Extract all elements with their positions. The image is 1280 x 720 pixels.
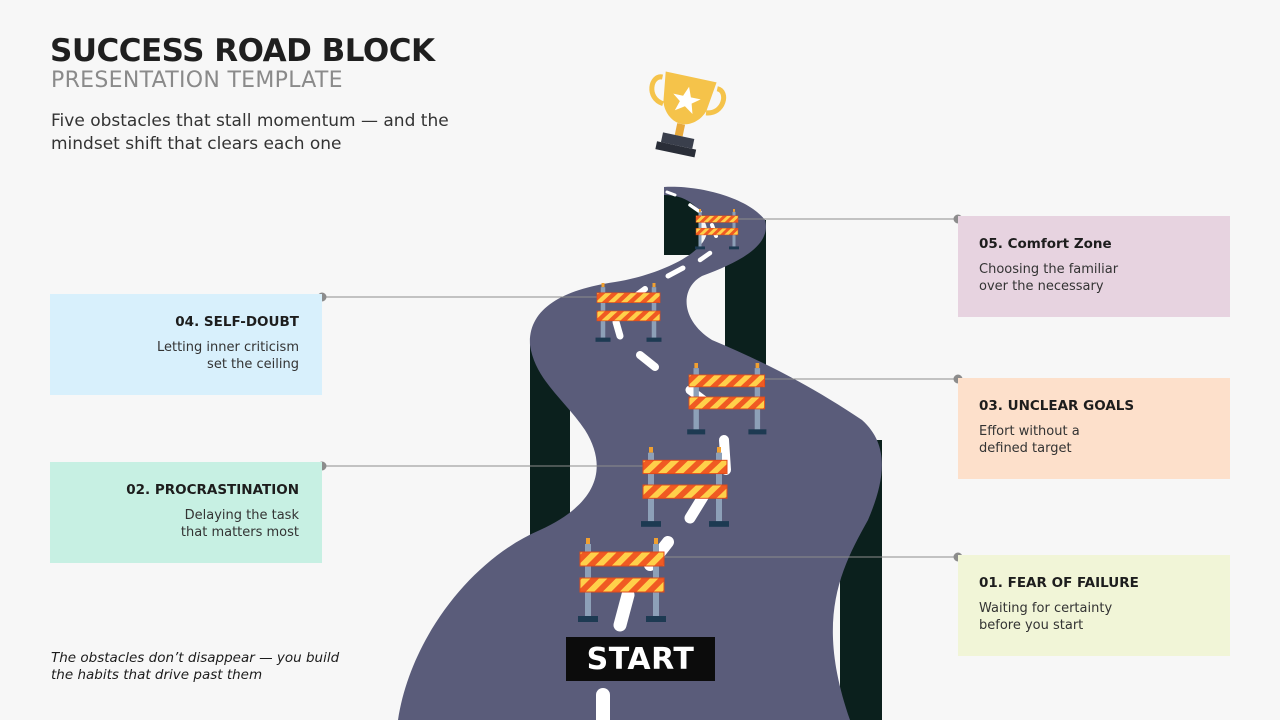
page-description: Five obstacles that stall momentum — and…: [51, 111, 449, 154]
trophy-icon: [649, 71, 727, 158]
obstacle-card-fear-of-failure: 01. FEAR OF FAILURE Waiting for certaint…: [958, 555, 1230, 656]
obstacle-title: 05. Comfort Zone: [979, 236, 1112, 252]
obstacle-title: 04. SELF-DOUBT: [175, 314, 299, 330]
page-subtitle: PRESENTATION TEMPLATE: [51, 68, 343, 93]
obstacle-description: Effort without a: [979, 424, 1080, 439]
obstacle-title: 02. PROCRASTINATION: [126, 482, 299, 498]
obstacle-description: Choosing the familiar: [979, 262, 1119, 277]
obstacle-description: Letting inner criticism: [156, 340, 299, 355]
road-surface: [398, 186, 882, 720]
obstacle-card-procrastination: 02. PROCRASTINATION Delaying the task th…: [50, 462, 322, 563]
road-side-wall: [664, 195, 700, 255]
obstacle-description: that matters most: [180, 525, 299, 540]
obstacle-card-unclear-goals: 03. UNCLEAR GOALS Effort without a defin…: [958, 378, 1230, 479]
obstacle-description: before you start: [979, 618, 1084, 633]
footnote: The obstacles don’t disappear — you buil…: [51, 650, 340, 683]
page-title: SUCCESS ROAD BLOCK: [50, 33, 435, 69]
obstacle-card-self-doubt: 04. SELF-DOUBT Letting inner criticism s…: [50, 294, 322, 395]
obstacle-description: Waiting for certainty: [979, 601, 1113, 616]
obstacle-description: Delaying the task: [184, 508, 299, 523]
obstacle-description: defined target: [979, 441, 1072, 456]
obstacle-description: set the ceiling: [207, 357, 299, 372]
obstacle-card-comfort-zone: 05. Comfort Zone Choosing the familiar o…: [958, 216, 1230, 317]
obstacle-description: over the necessary: [979, 279, 1104, 294]
start-label: START: [566, 637, 715, 681]
obstacle-title: 01. FEAR OF FAILURE: [979, 575, 1139, 591]
obstacle-title: 03. UNCLEAR GOALS: [979, 398, 1135, 414]
